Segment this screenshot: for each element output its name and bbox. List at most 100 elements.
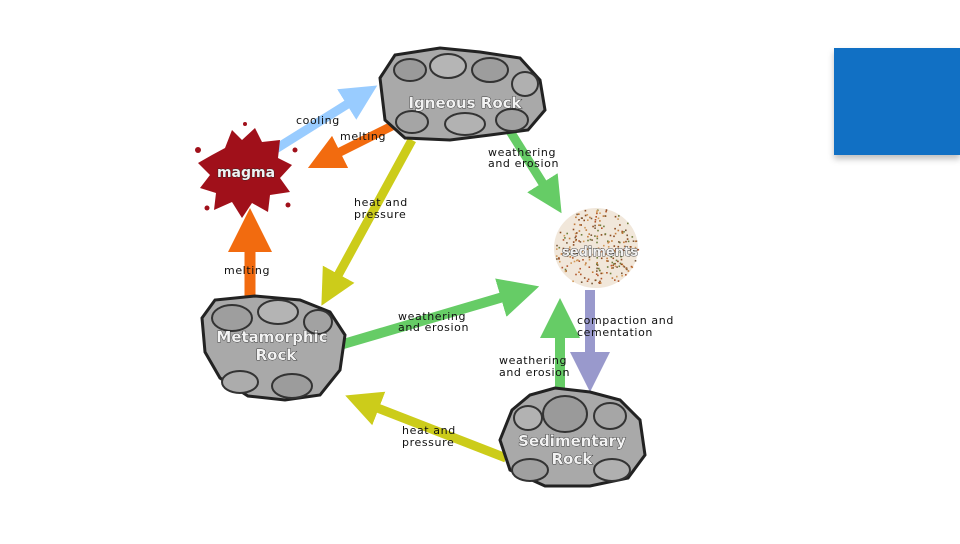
sediment-grain	[575, 273, 577, 276]
sediment-grain	[625, 267, 627, 270]
sediment-grain	[594, 235, 596, 237]
sediment-grain	[578, 271, 580, 273]
sediment-grain	[578, 260, 581, 262]
sediment-grain	[585, 262, 587, 264]
sediment-grain	[620, 258, 623, 261]
sediment-grain	[607, 260, 609, 262]
igneous-rock-node: Igneous Rock	[378, 46, 547, 142]
sediment-grain	[599, 280, 601, 283]
sediment-grain	[610, 264, 613, 267]
sediment-grain	[619, 251, 622, 253]
sediment-grain	[631, 266, 634, 269]
sediment-grain	[600, 272, 602, 275]
sediment-grain	[587, 278, 590, 281]
sediment-grain	[585, 229, 588, 231]
sediment-grain	[626, 238, 629, 240]
sediment-grain	[559, 231, 562, 234]
sediment-grain	[590, 234, 593, 236]
sediment-grain	[601, 250, 603, 253]
sediment-grain	[585, 252, 587, 254]
sediment-grain	[606, 260, 608, 262]
sediment-grain	[584, 252, 586, 254]
sediment-grain	[632, 240, 635, 242]
sediment-grain	[634, 260, 637, 262]
melting-label-left: melting	[224, 264, 270, 277]
sediment-grain	[580, 273, 582, 276]
sediment-grain	[565, 253, 568, 255]
sediment-grain	[575, 249, 578, 251]
sediment-grain	[601, 248, 603, 250]
sediment-grain	[597, 274, 599, 277]
sediment-grain	[596, 212, 598, 215]
sediment-grain	[558, 246, 561, 249]
sediment-grain	[575, 238, 577, 241]
sediment-grain	[596, 248, 598, 250]
sediment-grain	[598, 281, 600, 284]
sediment-grain	[605, 210, 607, 213]
sediment-grain	[555, 255, 558, 257]
sediment-grain	[594, 224, 596, 227]
sediment-grain	[595, 273, 598, 275]
sediment-grain	[558, 258, 560, 260]
sediment-grain	[596, 262, 598, 264]
sediment-grain	[621, 230, 623, 233]
sediment-grain	[619, 224, 621, 226]
sediment-grain	[594, 221, 597, 223]
sediment-grain	[599, 269, 601, 272]
sediment-grain	[586, 214, 589, 216]
igneous-rock-label: Igneous Rock	[408, 94, 522, 112]
sediment-grain	[572, 244, 575, 246]
sediment-grain	[621, 274, 623, 277]
sediment-grain	[578, 219, 580, 221]
sediment-grain	[556, 248, 558, 250]
sediment-grain	[577, 259, 579, 261]
sediment-grain	[583, 219, 585, 222]
sediment-grain	[631, 236, 634, 238]
sediment-grain	[572, 280, 574, 283]
metamorphic-rock-label-line1: Metamorphic	[216, 328, 327, 346]
sediment-grain	[574, 239, 577, 242]
sediment-grain	[566, 232, 568, 235]
sediment-grain	[556, 258, 558, 260]
sediment-grain	[597, 247, 600, 250]
sediment-grain	[599, 224, 602, 227]
sediment-grain	[568, 237, 571, 240]
sediment-grain	[593, 254, 596, 257]
sediment-grain	[580, 217, 583, 219]
sediment-grain	[596, 267, 598, 270]
weathering-label-3b: and erosion	[499, 366, 570, 379]
heat-pressure-arrow-2	[345, 391, 508, 463]
cooling-arrow	[271, 85, 378, 154]
sediment-grain	[576, 232, 578, 234]
sediment-grain	[573, 223, 576, 226]
sediment-grain	[598, 267, 600, 270]
sediment-grain	[569, 256, 572, 258]
sediment-grain	[584, 226, 586, 229]
sediment-grain	[621, 249, 623, 251]
weathering-label-1b: and erosion	[488, 157, 559, 170]
sediment-grain	[584, 209, 587, 212]
sediment-grain	[572, 228, 575, 231]
sediment-grain	[568, 248, 570, 251]
sediment-grain	[572, 257, 574, 259]
sediment-grain	[618, 265, 621, 268]
sediment-grain	[564, 268, 567, 271]
sediment-grain	[575, 235, 577, 237]
sediment-grain	[634, 240, 637, 243]
sediment-grain	[629, 248, 631, 251]
sediment-grain	[623, 241, 625, 244]
sediment-grain	[625, 274, 627, 276]
sediment-grain	[617, 260, 619, 263]
sediment-grain	[613, 249, 616, 252]
sediment-grain	[598, 224, 600, 226]
sediment-grain	[626, 268, 628, 271]
sediment-grain	[612, 264, 614, 267]
sediment-grain	[607, 240, 609, 242]
sediment-grain	[633, 251, 635, 253]
sediment-grain	[587, 239, 589, 242]
sediment-grain	[596, 241, 598, 244]
sediment-grain	[573, 260, 576, 263]
sediment-grain	[589, 238, 592, 241]
sediment-grain	[607, 241, 609, 244]
